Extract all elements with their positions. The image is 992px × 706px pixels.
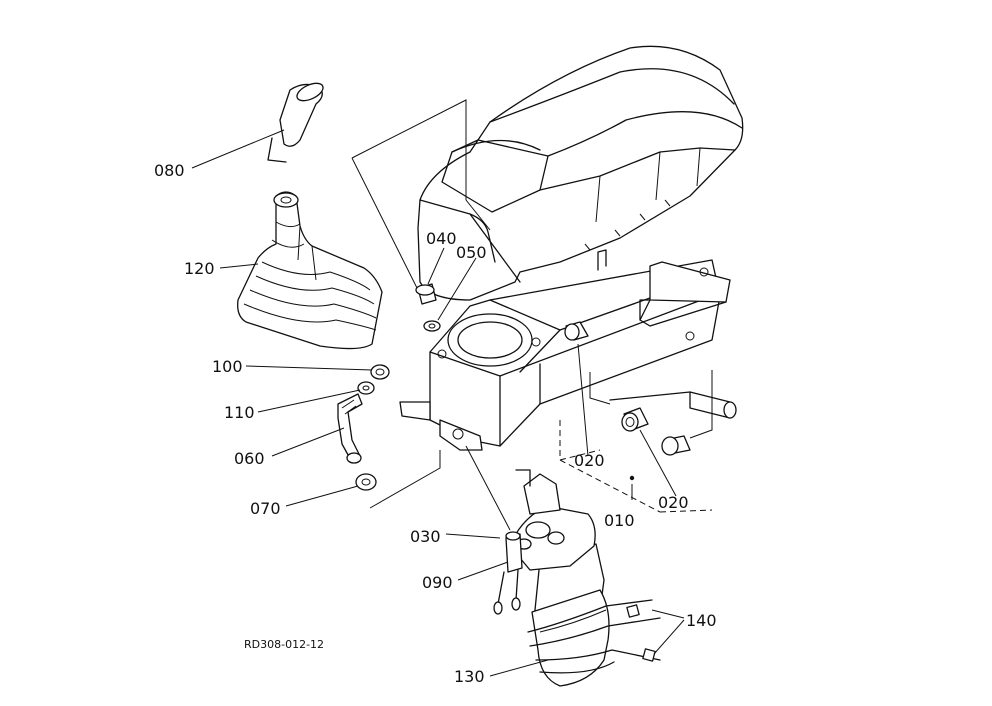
label-080: 080 xyxy=(154,161,185,180)
label-070: 070 xyxy=(250,499,281,518)
label-010: 010 xyxy=(604,511,635,530)
reference-code: RD308-012-12 xyxy=(244,638,324,651)
nut-070 xyxy=(355,473,377,491)
washer-110 xyxy=(357,381,375,395)
label-020-upper: 020 xyxy=(574,451,605,470)
rod-end-060 xyxy=(337,393,363,464)
bushing-lower xyxy=(661,435,691,456)
washer-050 xyxy=(423,320,441,332)
label-140: 140 xyxy=(686,611,717,630)
label-110: 110 xyxy=(224,403,255,422)
frame-bracket xyxy=(399,249,737,451)
cable-tie-140 xyxy=(527,599,661,674)
bushing-middle xyxy=(621,407,649,432)
label-130: 130 xyxy=(454,667,485,686)
shift-boot xyxy=(237,191,383,350)
cylinder-090 xyxy=(493,531,523,615)
label-040: 040 xyxy=(426,229,457,248)
nut-100 xyxy=(370,364,390,380)
gear-knob xyxy=(267,82,324,163)
label-120: 120 xyxy=(184,259,215,278)
bolt-040 xyxy=(415,283,437,305)
label-100: 100 xyxy=(212,357,243,376)
label-090: 090 xyxy=(422,573,453,592)
label-030: 030 xyxy=(410,527,441,546)
label-050: 050 xyxy=(456,243,487,262)
console-cover xyxy=(417,45,744,301)
part-labels: 080 120 100 110 060 070 040 050 020 020 … xyxy=(154,161,717,686)
leader-lines xyxy=(191,129,685,677)
assembly-guides xyxy=(351,99,713,531)
bushing-upper xyxy=(564,321,589,341)
label-020-lower: 020 xyxy=(658,493,689,512)
label-060: 060 xyxy=(234,449,265,468)
